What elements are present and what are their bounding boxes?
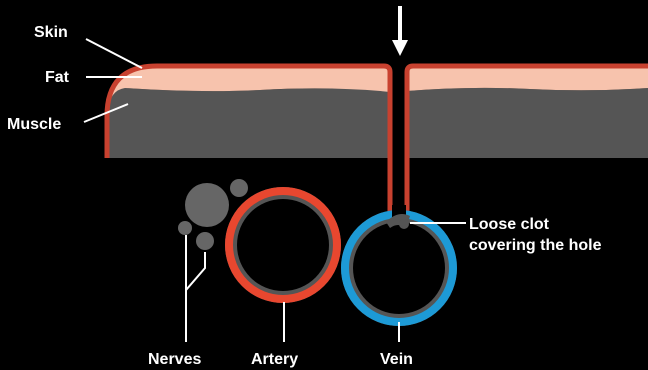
nerve-small-left — [178, 221, 192, 235]
tissue-right — [407, 66, 648, 212]
muscle-layer-left — [106, 88, 392, 158]
nerves-label: Nerves — [148, 351, 201, 368]
fat-layer-right — [407, 66, 648, 91]
skin-leader — [86, 39, 142, 68]
clot-label-line2: covering the hole — [469, 237, 602, 254]
muscle-layer-right — [407, 88, 648, 158]
vein-label: Vein — [380, 351, 413, 368]
clot-label-line1: Loose clot — [469, 216, 550, 233]
tissue-left — [106, 66, 392, 212]
muscle-label: Muscle — [7, 116, 61, 133]
artery-label: Artery — [251, 351, 298, 368]
skin-label: Skin — [34, 24, 68, 41]
nerve-large — [185, 183, 229, 227]
fat-label: Fat — [45, 69, 70, 86]
down-arrow-icon — [392, 6, 408, 56]
nerve-small-bottom — [196, 232, 214, 250]
artery — [225, 187, 341, 303]
nerve-small-top — [230, 179, 248, 197]
